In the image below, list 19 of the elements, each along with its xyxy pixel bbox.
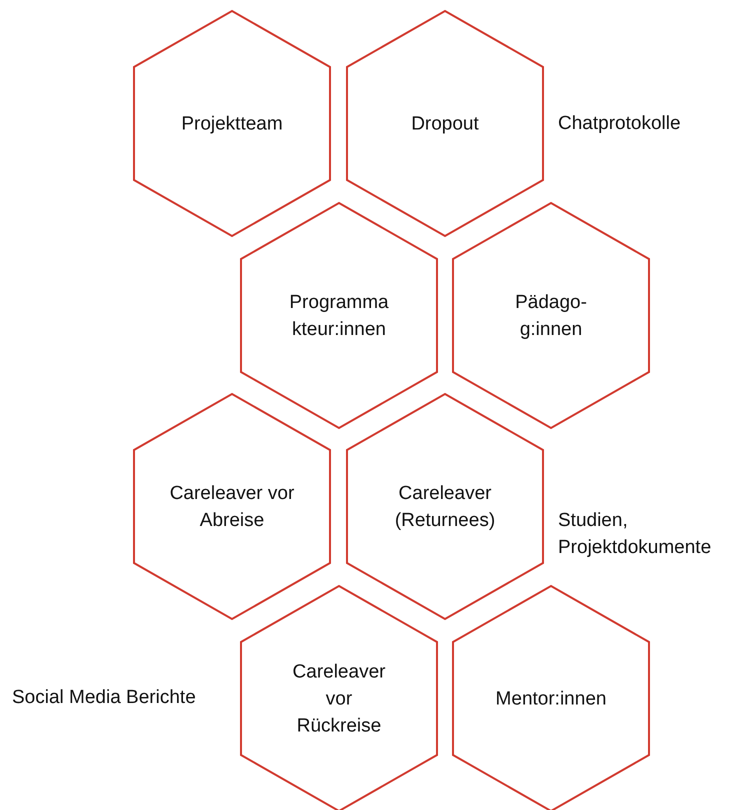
- source-label: Social Media Berichte: [12, 686, 197, 710]
- hexagon: [240, 585, 438, 810]
- hexagon-label: Projektteam: [180, 112, 284, 136]
- hexagon-label: Careleaver vor Abreise: [168, 482, 296, 532]
- hexagon: [452, 202, 650, 429]
- hexagon: [346, 393, 544, 620]
- hexagon: [133, 10, 331, 237]
- hexagon: [346, 10, 544, 237]
- hexagon: [133, 393, 331, 620]
- source-label: Chatprotokolle: [558, 112, 682, 136]
- hexagon-label: Careleaver vor Rückreise: [292, 660, 386, 738]
- source-label: Studien, Projektdokumente: [558, 509, 712, 560]
- hexagon-label: Pädago- g:innen: [514, 290, 588, 342]
- hexagon: [452, 585, 650, 810]
- hexagon-label: Programma kteur:innen: [289, 290, 389, 342]
- hexagon-label: Mentor:innen: [494, 687, 608, 711]
- hexagon-label: Careleaver (Returnees): [394, 482, 496, 532]
- hexagon-label: Dropout: [410, 112, 480, 136]
- hexagon: [240, 202, 438, 429]
